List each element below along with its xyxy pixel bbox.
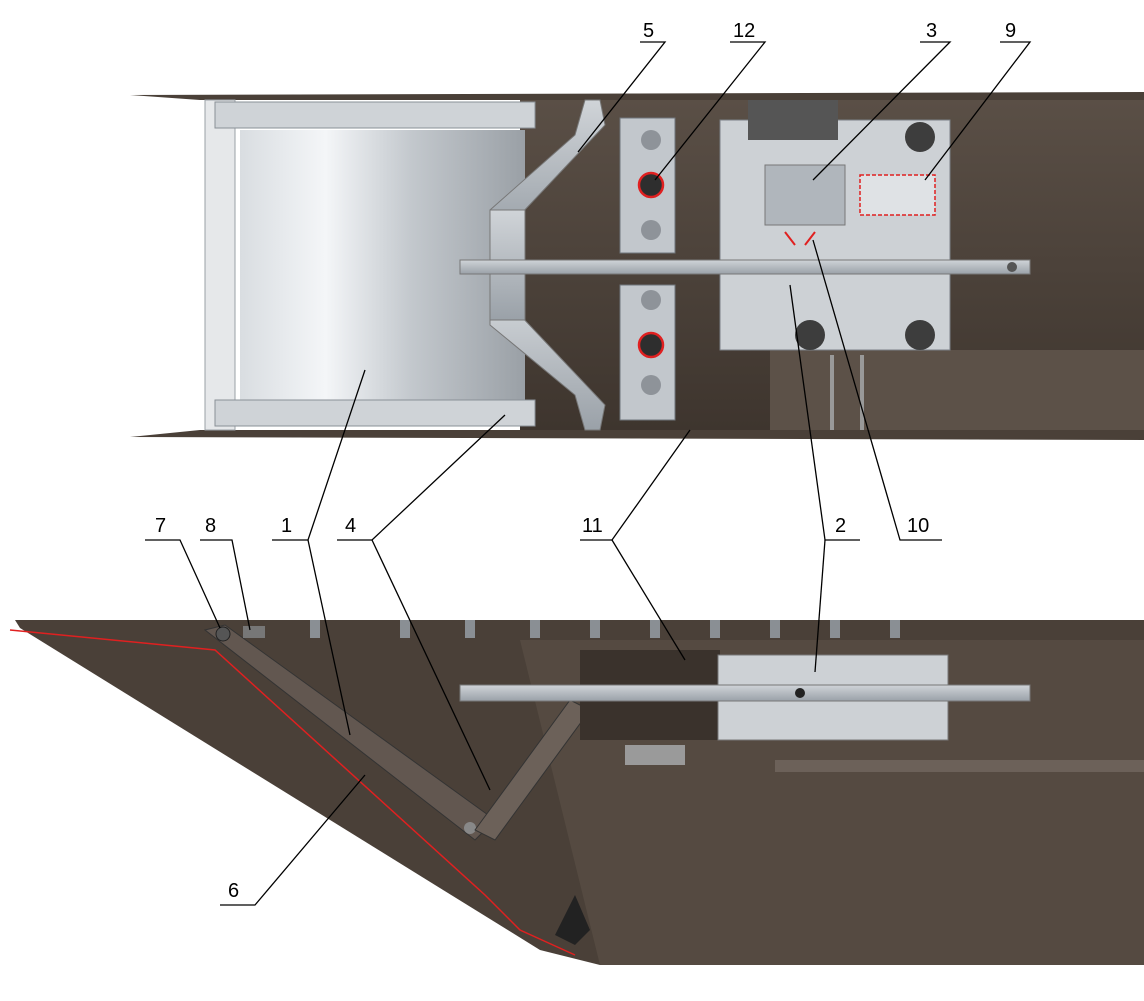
callout-8: 8 <box>205 515 216 537</box>
callout-2: 2 <box>835 515 846 537</box>
callout-labels: 5 12 3 9 10 2 11 4 1 7 8 6 <box>155 20 1016 902</box>
callout-11: 11 <box>582 515 603 537</box>
left-frame <box>204 99 236 431</box>
leader-lines <box>145 41 1032 906</box>
callout-4: 4 <box>345 515 356 537</box>
top-rail <box>130 92 1144 100</box>
callout-12: 12 <box>733 20 755 42</box>
callout-5: 5 <box>643 20 654 42</box>
top-view <box>130 92 1144 440</box>
callout-3: 3 <box>926 20 937 42</box>
bottom-rail <box>130 430 1144 440</box>
callout-7: 7 <box>155 515 166 537</box>
seal-part-6 <box>9 629 576 956</box>
callout-6: 6 <box>228 880 239 902</box>
callout-10: 10 <box>907 515 929 537</box>
side-view <box>9 620 1144 965</box>
housing-inner <box>770 350 1144 430</box>
cartridge-part-9 <box>859 174 936 216</box>
rod-part-2 <box>459 259 1031 275</box>
callout-1: 1 <box>281 515 292 537</box>
callout-9: 9 <box>1005 20 1016 42</box>
rod-side-part-2 <box>459 684 1031 702</box>
